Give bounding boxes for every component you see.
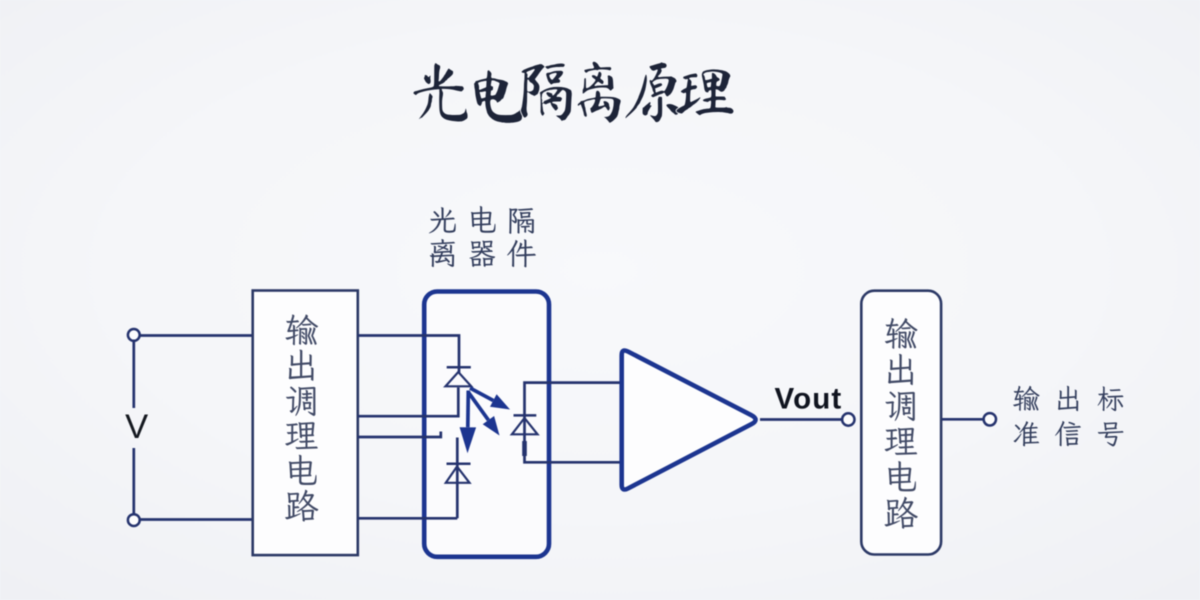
- svg-text:V: V: [125, 408, 148, 446]
- svg-text:Vout: Vout: [775, 383, 843, 416]
